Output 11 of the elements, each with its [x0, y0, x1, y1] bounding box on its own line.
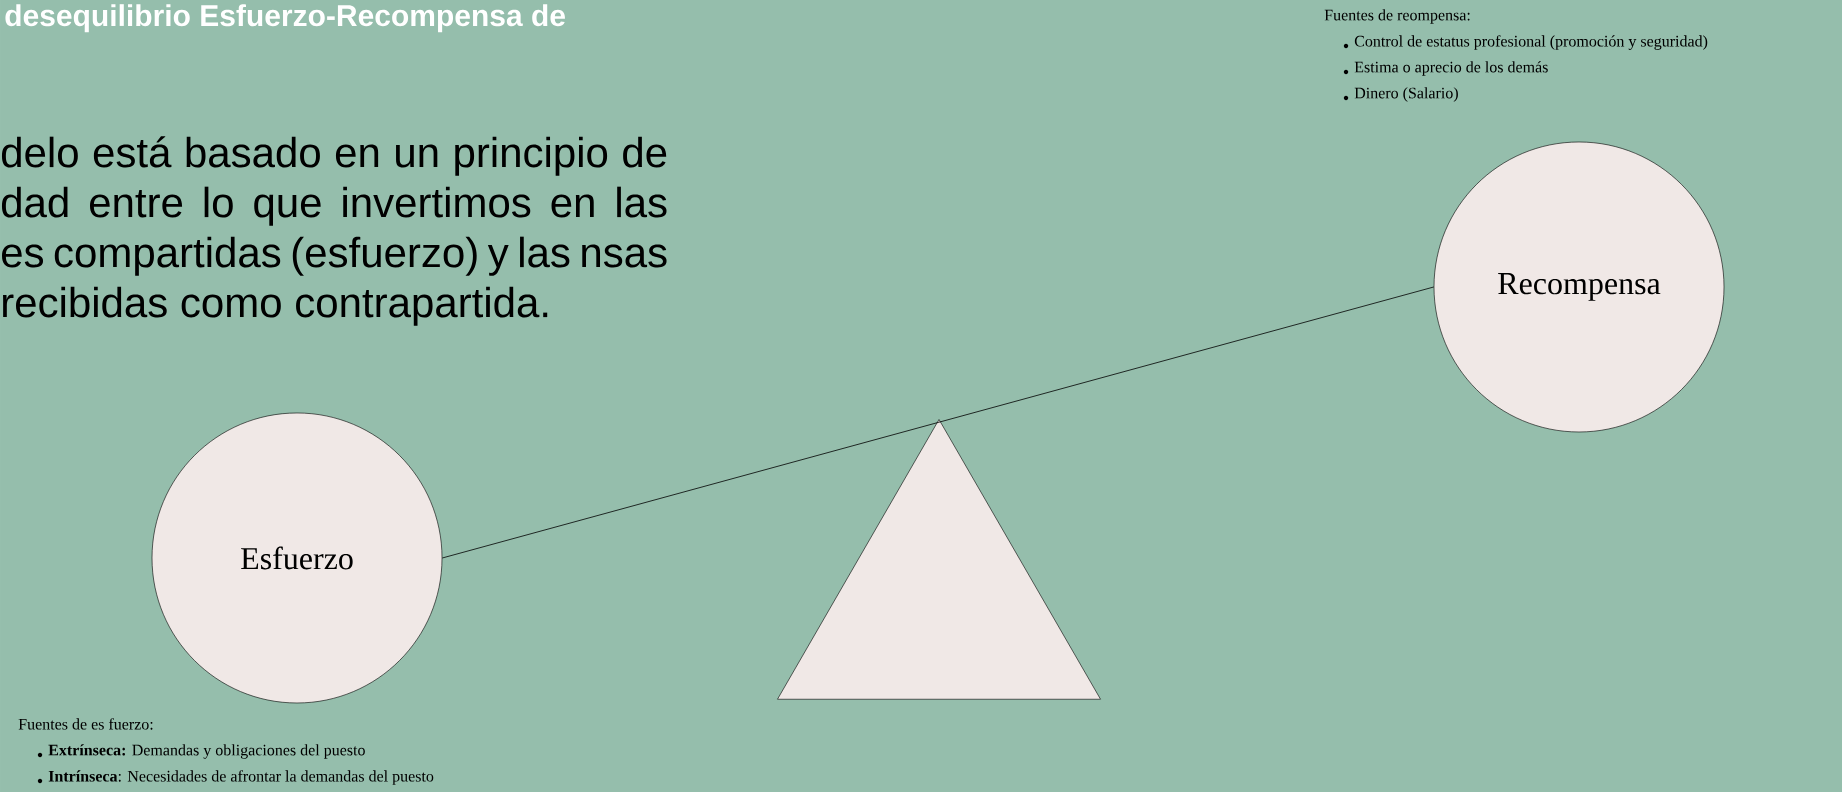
list-item: Dinero (Salario) — [1354, 87, 1458, 102]
list-heading: Fuentes de es fuerzo: — [18, 718, 153, 730]
list-item: Control de estatus profesional (promoción y seguridad) — [1354, 35, 1708, 50]
list-heading: Fuentes de reompensa: — [1324, 9, 1470, 24]
list-item: Intrínseca: Necesidades de afrontar la demandas del puesto — [48, 770, 434, 785]
balance-beam — [441, 286, 1435, 559]
fulcrum-triangle — [777, 419, 1101, 700]
list-item: Extrínseca: Demandas y obligaciones del puesto — [48, 744, 365, 759]
paragraph: delo está basado en un principio de dad entre lo que invertimos en las es compartidas (esfuerzo) y las nsas recibidas como contrapartida. — [1, 136, 667, 326]
title: desequilibrio Esfuerzo-Recompensa de — [5, 4, 565, 33]
list-item: Estima o aprecio de los demás — [1354, 61, 1548, 76]
